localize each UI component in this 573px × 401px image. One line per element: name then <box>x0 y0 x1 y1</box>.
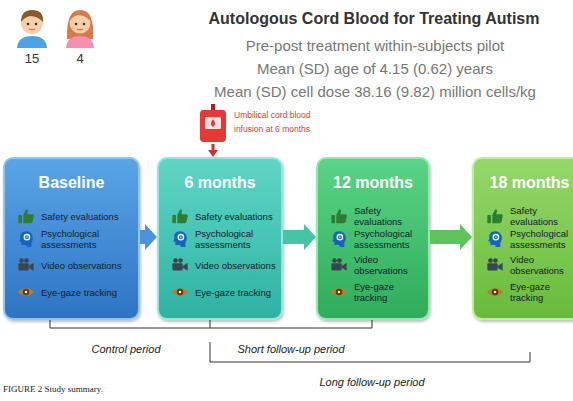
assessment-text: Psychological assessments <box>41 228 136 250</box>
assessment-row: Video observations <box>171 254 279 276</box>
subtitle-line: Mean (SD) cell dose 38.16 (9.82) million… <box>214 83 536 100</box>
assessment-text: Eye-gaze tracking <box>354 281 426 303</box>
infusion-note: Umbilical cord blood infusion at 6 month… <box>234 108 326 136</box>
assessment-icon <box>17 256 35 274</box>
assessment-text: Video observations <box>195 260 279 271</box>
assessment-text: Safety evaluations <box>41 211 136 222</box>
timepoint-title: 12 months <box>318 173 428 193</box>
assessment-row: Eye-gaze tracking <box>17 281 136 303</box>
assessment-icon <box>171 283 189 301</box>
timepoint-title: 6 months <box>159 173 281 193</box>
assessment-icon <box>330 256 348 274</box>
assessment-icon <box>330 207 348 225</box>
assessment-text: Safety evaluations <box>354 205 426 227</box>
timepoint-box: 12 monthsSafety evaluationsPsychological… <box>316 157 430 320</box>
assessment-row: Psychological assessments <box>171 228 279 250</box>
assessment-row: Psychological assessments <box>330 228 426 250</box>
girl-icon <box>66 10 94 48</box>
timepoint-box: 18 monthsSafety evaluationsPsychological… <box>472 157 573 320</box>
assessment-row: Video observations <box>330 254 426 276</box>
blood-bag-icon <box>198 104 228 144</box>
assessment-row: Psychological assessments <box>486 228 572 250</box>
assessment-text: Safety evaluations <box>195 211 279 222</box>
assessment-row: Eye-gaze tracking <box>486 281 572 303</box>
participant-count: 15 <box>25 51 39 66</box>
timepoint-title: 18 months <box>474 173 573 193</box>
figure-caption: FIGURE 2 Study summary. <box>3 384 103 394</box>
assessment-row: Safety evaluations <box>17 205 136 227</box>
assessment-text: Eye-gaze tracking <box>510 281 572 303</box>
timepoint-title: Baseline <box>5 173 138 193</box>
period-label: Long follow-up period <box>319 376 424 388</box>
assessment-icon <box>17 230 35 248</box>
assessment-row: Safety evaluations <box>486 205 572 227</box>
timepoint-box: 6 monthsSafety evaluationsPsychological … <box>157 157 283 320</box>
assessment-text: Video observations <box>510 254 572 276</box>
assessment-icon <box>486 256 504 274</box>
assessment-row: Video observations <box>17 254 136 276</box>
assessment-text: Eye-gaze tracking <box>41 287 136 298</box>
infusion-callout: Umbilical cord blood infusion at 6 month… <box>198 104 338 144</box>
assessment-icon <box>330 283 348 301</box>
long-followup-bracket <box>210 342 530 362</box>
timeline-arrow <box>140 224 157 250</box>
assessment-text: Psychological assessments <box>510 228 572 250</box>
timeline-arrow <box>283 224 316 250</box>
assessment-text: Video observations <box>354 254 426 276</box>
assessment-row: Safety evaluations <box>171 205 279 227</box>
assessment-icon <box>171 207 189 225</box>
assessment-text: Safety evaluations <box>510 205 572 227</box>
period-label: Short follow-up period <box>237 343 344 355</box>
subtitle-line: Mean (SD) age of 4.15 (0.62) years <box>257 60 493 77</box>
period-label: Control period <box>91 343 160 355</box>
assessment-text: Psychological assessments <box>354 228 426 250</box>
boy-icon <box>17 10 47 48</box>
timeline-arrow <box>430 224 472 250</box>
assessment-text: Eye-gaze tracking <box>195 287 279 298</box>
assessment-row: Safety evaluations <box>330 205 426 227</box>
assessment-icon <box>171 256 189 274</box>
assessment-text: Psychological assessments <box>195 228 279 250</box>
assessment-row: Psychological assessments <box>17 228 136 250</box>
assessment-icon <box>486 207 504 225</box>
assessment-icon <box>17 207 35 225</box>
assessment-icon <box>330 230 348 248</box>
assessment-row: Eye-gaze tracking <box>171 281 279 303</box>
assessment-icon <box>171 230 189 248</box>
timepoint-box: BaselineSafety evaluationsPsychological … <box>3 157 140 320</box>
assessment-row: Eye-gaze tracking <box>330 281 426 303</box>
assessment-icon <box>486 230 504 248</box>
assessment-icon <box>486 283 504 301</box>
infusion-arrow <box>208 144 218 157</box>
diagram-title: Autologous Cord Blood for Treating Autis… <box>209 10 540 28</box>
subtitle-line: Pre-post treatment within-subjects pilot <box>246 37 504 54</box>
assessment-row: Video observations <box>486 254 572 276</box>
assessment-text: Video observations <box>41 260 136 271</box>
participant-count: 4 <box>76 51 83 66</box>
assessment-icon <box>17 283 35 301</box>
